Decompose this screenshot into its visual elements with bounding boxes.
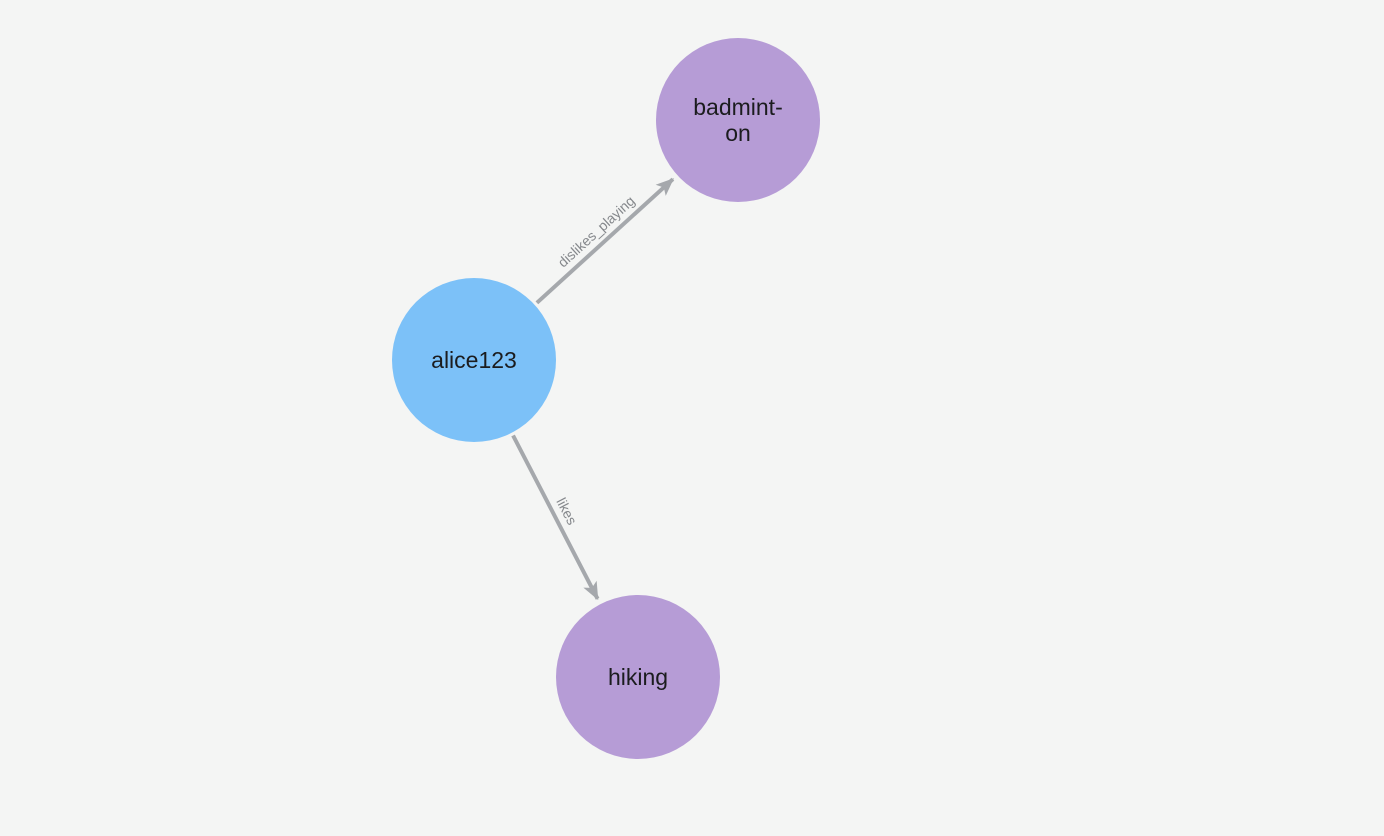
graph-edge-likes[interactable] [511,434,600,601]
graph-edge-dislikes_playing[interactable] [535,177,675,305]
graph-node-alice123[interactable] [392,278,556,442]
graph-node-hiking[interactable] [556,595,720,759]
graph-node-badminton[interactable] [656,38,820,202]
